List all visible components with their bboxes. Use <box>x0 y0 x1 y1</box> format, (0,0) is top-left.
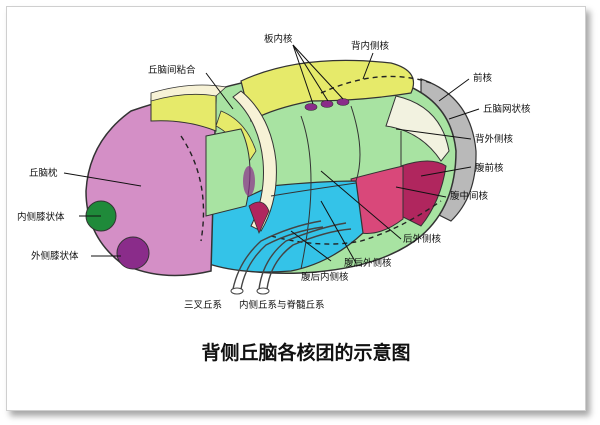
label-fuzhongjianhe: 腹中间核 <box>450 190 489 202</box>
label-houwaicehe: 后外侧核 <box>403 233 442 245</box>
diagram-caption: 背侧丘脑各核团的示意图 <box>201 341 410 364</box>
ventral-intermediate-region <box>350 165 404 234</box>
trigeminal-lemniscus-path <box>240 226 324 290</box>
thalamus-diagram: 板内核 背内侧核 丘脑间粘合 前核 丘脑网状核 背外侧核 腹前核 腹中间核 丘脑… <box>17 33 531 364</box>
dorsomedial-region <box>240 59 415 122</box>
label-fuqianhe: 腹前核 <box>475 162 504 174</box>
label-waicexizhuangti: 外侧膝状体 <box>31 250 79 262</box>
medial-lemniscus-path <box>266 228 352 290</box>
diagram-card: 板内核 背内侧核 丘脑间粘合 前核 丘脑网状核 背外侧核 腹前核 腹中间核 丘脑… <box>6 6 586 411</box>
intralaminar-blob <box>243 166 255 196</box>
trigeminal-lemniscus-path <box>232 220 322 290</box>
ventral-anterior-region <box>400 160 447 227</box>
intralaminar-dot <box>304 103 318 111</box>
medial-lemniscus-path <box>258 222 347 290</box>
intralaminar-dot <box>336 98 350 106</box>
label-neiceqiuxi: 内侧丘系与脊髓丘系 <box>239 299 325 311</box>
green-area <box>205 128 251 217</box>
label-beiwaicehe: 背外侧核 <box>475 133 514 145</box>
label-banneihe: 板内核 <box>264 33 293 45</box>
dashed-boundary-1 <box>180 135 205 242</box>
label-sanchaqiuxi: 三叉丘系 <box>184 300 222 311</box>
leader-lines <box>63 44 480 264</box>
boundary-line-2 <box>350 105 361 182</box>
boundary-line-3 <box>270 182 357 197</box>
speckle-band <box>150 84 227 102</box>
label-qianhe: 前核 <box>473 72 493 84</box>
label-qiunaojiannianhe: 丘脑间粘合 <box>148 64 196 76</box>
label-qiunaozhen: 丘脑枕 <box>29 167 58 179</box>
label-fuhouneicehe: 腹后内侧核 <box>301 271 349 283</box>
intralaminar-dot <box>320 100 334 108</box>
label-fuhouwaicehe: 腹后外侧核 <box>344 257 392 269</box>
label-qiunaowangzhuanghe: 丘脑网状核 <box>483 103 531 115</box>
lateral-geniculate-body <box>116 236 150 270</box>
label-neicexizhuangti: 内侧膝状体 <box>17 211 65 223</box>
tract-end <box>230 287 244 295</box>
internal-lamina <box>232 90 277 232</box>
tract-end <box>256 287 270 295</box>
label-beineicehe: 背内侧核 <box>351 40 390 52</box>
dashed-boundary-2 <box>320 75 432 94</box>
boundary-line-1 <box>300 115 312 270</box>
ventral-medial-red <box>248 201 270 235</box>
